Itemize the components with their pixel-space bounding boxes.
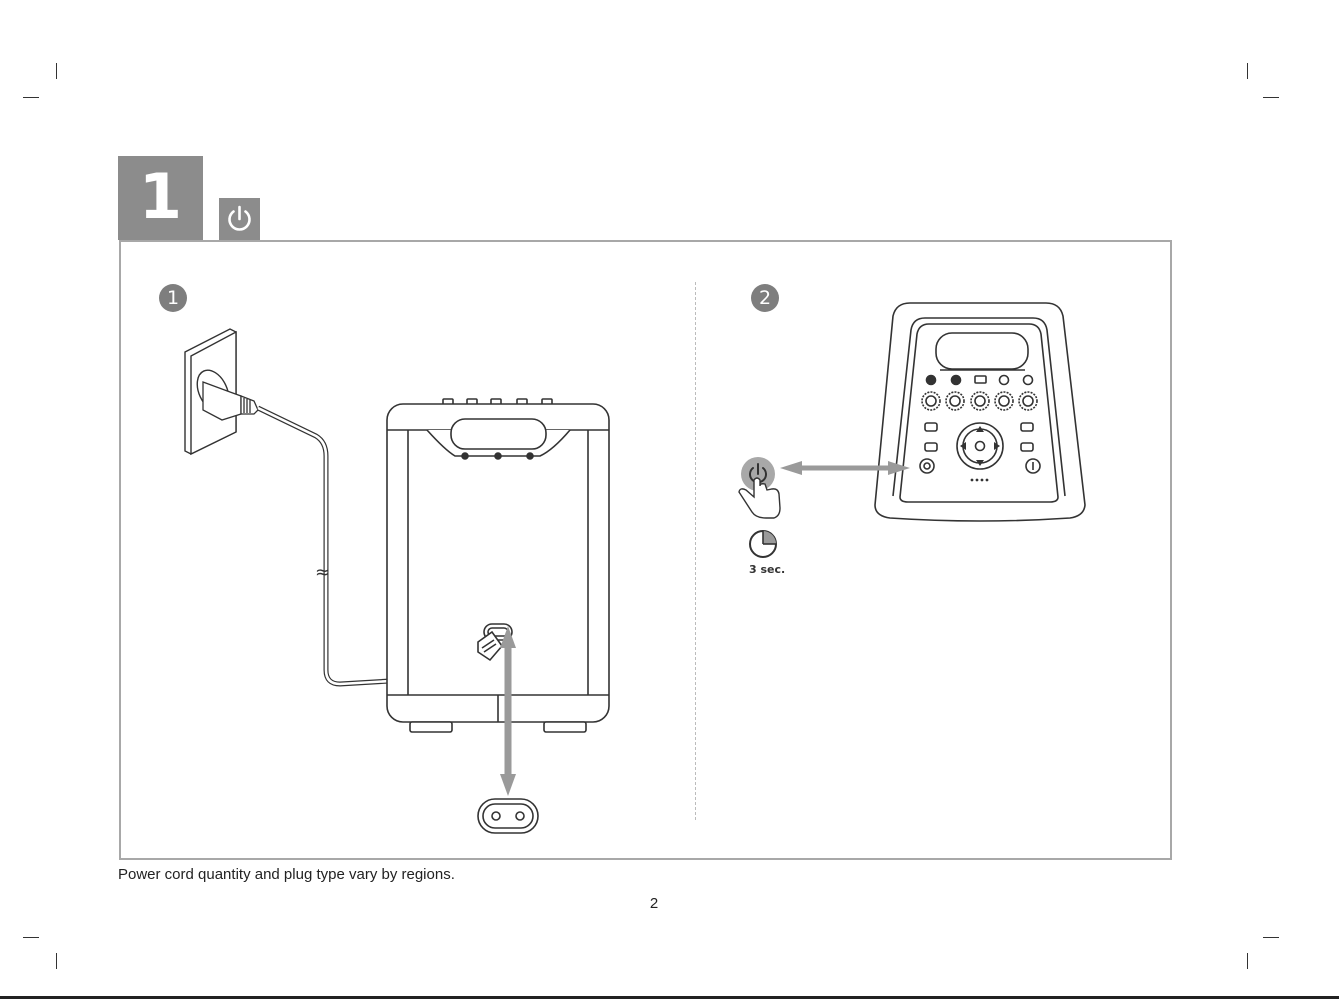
power-inlet-icon	[478, 799, 538, 833]
speaker-back-icon	[387, 399, 609, 732]
power-button-arrow-icon	[780, 461, 910, 475]
timer-icon	[750, 531, 776, 557]
footer-note: Power cord quantity and plug type vary b…	[118, 866, 455, 883]
page-number: 2	[643, 895, 665, 912]
power-button-press-icon	[739, 457, 780, 518]
svg-text:≈: ≈	[315, 562, 330, 583]
speaker-top-panel-icon	[875, 303, 1085, 521]
hold-duration-label: 3 sec.	[749, 563, 785, 576]
